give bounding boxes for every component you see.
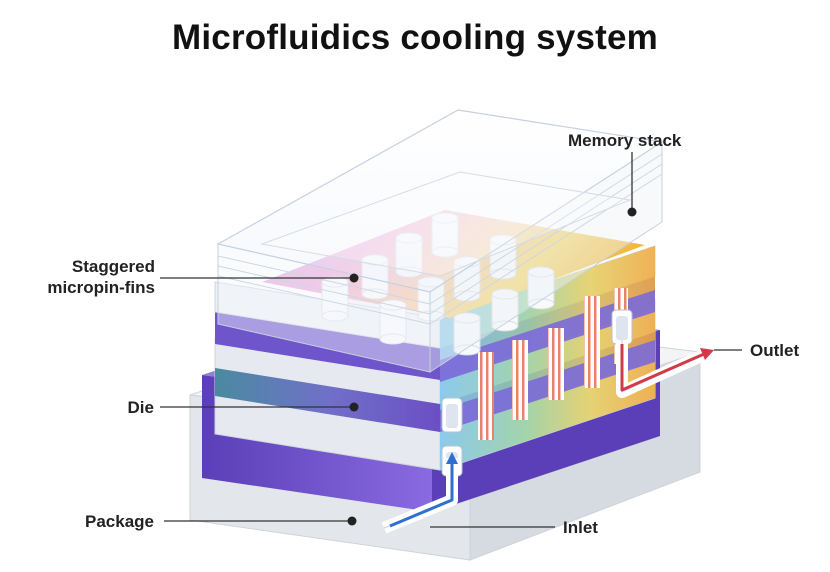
memory-stack-dot <box>627 207 637 217</box>
inlet-arrow <box>389 462 454 528</box>
label-micropin-fins: micropin-fins <box>47 278 155 297</box>
label-staggered: Staggered <box>72 257 155 276</box>
package-dot <box>347 516 357 526</box>
micropin <box>321 276 349 322</box>
outlet-channel <box>616 340 714 398</box>
inlet-arrowhead-icon <box>446 452 458 464</box>
micropin-dot <box>349 273 359 283</box>
memory-stack-layer <box>216 109 664 373</box>
label-outlet: Outlet <box>750 341 799 360</box>
label-inlet: Inlet <box>563 518 598 537</box>
micropin <box>491 288 519 332</box>
label-die: Die <box>128 398 154 417</box>
inlet-channel <box>381 452 458 534</box>
micropin <box>379 299 407 345</box>
micropin <box>527 266 555 310</box>
outlet-arrow <box>620 344 705 392</box>
diagram-title: Microfluidics cooling system <box>172 18 658 57</box>
micropin <box>453 312 481 356</box>
label-memory-stack: Memory stack <box>568 131 682 150</box>
label-package: Package <box>85 512 154 531</box>
callout-leaders <box>160 152 742 528</box>
die-dot <box>349 402 359 412</box>
outlet-arrowhead-icon <box>700 348 714 360</box>
